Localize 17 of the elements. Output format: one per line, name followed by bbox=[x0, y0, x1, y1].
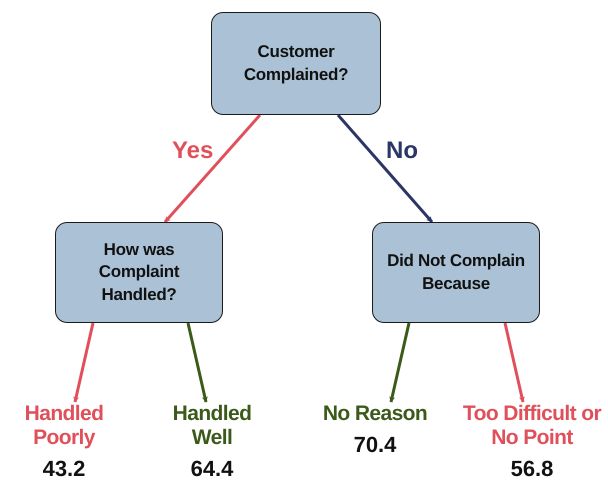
decision-box: Did Not Complain Because bbox=[372, 222, 540, 323]
score-value: 43.2 bbox=[42, 456, 86, 483]
arrow bbox=[164, 114, 262, 223]
arrow bbox=[73, 322, 94, 403]
score-value: 70.4 bbox=[354, 432, 396, 459]
outcome-label: No Reason bbox=[322, 402, 428, 426]
arrow bbox=[504, 322, 525, 403]
arrow bbox=[389, 322, 410, 403]
score-value: 64.4 bbox=[190, 456, 234, 483]
outcome-label: Handled Poorly bbox=[24, 402, 104, 450]
outcome-label: Too Difficult or No Point bbox=[462, 402, 602, 450]
decision-box: Customer Complained? bbox=[211, 12, 381, 115]
outcome-label: Handled Well bbox=[172, 402, 252, 450]
arrow bbox=[336, 114, 434, 223]
score-value: 56.8 bbox=[510, 456, 554, 483]
decision-box: How was Complaint Handled? bbox=[55, 222, 223, 323]
arrow bbox=[186, 322, 208, 403]
